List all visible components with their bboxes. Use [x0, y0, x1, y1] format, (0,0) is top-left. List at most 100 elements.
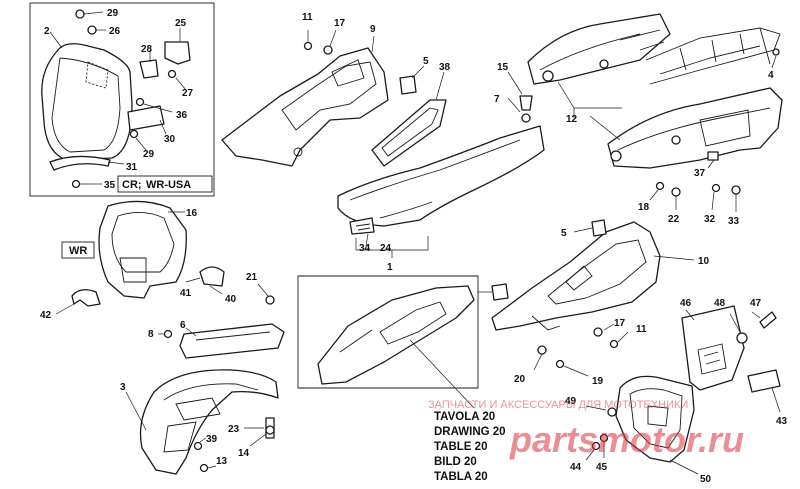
callout-28: 28 [141, 44, 153, 55]
callout-42: 42 [40, 310, 52, 321]
side-panel-right [491, 221, 695, 331]
clip [139, 59, 159, 79]
callout-11-top: 11 [302, 12, 313, 23]
bolt-11-top [303, 30, 313, 51]
callout-17-right: 17 [614, 318, 626, 329]
callout-16: 16 [186, 208, 198, 219]
strap [49, 155, 111, 171]
nut-36 [135, 97, 145, 107]
plate-holder-50 [615, 375, 699, 475]
bolt-8 [158, 329, 173, 339]
callout-29b: 29 [143, 149, 155, 160]
bolt-11-right [609, 331, 629, 349]
callout-33: 33 [728, 216, 740, 227]
clip-5-right [591, 219, 607, 237]
title-drawing: DRAWING 20 [434, 426, 506, 438]
inset-cr-wr-usa: CR; WR-USA [29, 2, 215, 197]
callout-7: 7 [494, 94, 500, 105]
callout-37: 37 [694, 168, 706, 179]
clip-5-top [399, 75, 417, 95]
callout-11-right: 11 [636, 324, 647, 335]
bolt-29b [129, 129, 139, 139]
callout-14: 14 [238, 448, 250, 459]
callout-27: 27 [182, 88, 194, 99]
drawing-title-block: TAVOLA 20 DRAWING 20 TABLE 20 BILD 20 TA… [434, 411, 506, 483]
panel-detail-view [297, 275, 509, 409]
fender-bracket [179, 323, 285, 359]
watermark: ЗАПЧАСТИ И АКСЕССУАРЫ ДЛЯ МОТОТЕХНИКИ pa… [428, 399, 744, 460]
version-label-box [117, 175, 213, 193]
callout-50: 50 [700, 474, 712, 485]
callout-49: 49 [565, 396, 577, 407]
callout-45: 45 [596, 462, 608, 473]
callout-4: 4 [768, 70, 774, 81]
callout-23: 23 [228, 424, 240, 435]
bolt-27 [167, 69, 177, 79]
reflector-43 [747, 369, 781, 413]
bolt-17-right [593, 323, 615, 337]
callout-32: 32 [704, 214, 716, 225]
callout-36: 36 [176, 110, 188, 121]
callout-numbers: 29 25 2 26 28 27 36 30 29 31 35 11 17 9 … [40, 8, 788, 485]
callout-48: 48 [714, 298, 726, 309]
callout-10: 10 [698, 256, 710, 267]
title-tabla: TABLA 20 [434, 471, 488, 483]
bracket [164, 41, 191, 65]
callout-12: 12 [566, 114, 578, 125]
front-fender [125, 369, 279, 475]
washer-45 [599, 433, 609, 458]
plate-bracket-46 [681, 305, 745, 391]
callout-41: 41 [180, 288, 192, 299]
callout-2: 2 [44, 26, 50, 37]
title-tavola: TAVOLA 20 [434, 411, 495, 423]
nut-7 [507, 97, 531, 123]
nut-49 [585, 405, 617, 417]
callout-5-right: 5 [561, 228, 567, 239]
callout-17-top: 17 [334, 18, 346, 29]
callout-35: 35 [104, 180, 116, 191]
nut-21 [257, 283, 275, 305]
callout-30: 30 [164, 134, 176, 145]
washer-26 [87, 25, 106, 35]
nut-37 [707, 151, 719, 169]
callout-22: 22 [668, 214, 680, 225]
callout-47: 47 [750, 298, 762, 309]
callout-46: 46 [680, 298, 692, 309]
callout-15: 15 [497, 62, 509, 73]
washer-39 [193, 437, 207, 451]
callout-24: 24 [380, 243, 392, 254]
seat [337, 125, 545, 235]
washer-48 [729, 313, 748, 344]
headlight-fairing [98, 200, 187, 299]
version-wr-label: WR [69, 245, 87, 257]
callout-5-top: 5 [423, 56, 429, 67]
bolt-4 [771, 48, 780, 69]
side-cover-38 [371, 99, 447, 167]
bolt-47 [751, 311, 777, 329]
callout-26: 26 [109, 26, 121, 37]
callout-39: 39 [206, 434, 218, 445]
tail-section-lower [607, 87, 783, 169]
callout-21: 21 [246, 272, 258, 283]
callout-43: 43 [776, 416, 788, 427]
title-table: TABLE 20 [434, 441, 487, 453]
callout-38: 38 [439, 62, 451, 73]
callout-1: 1 [387, 262, 393, 273]
washer-20 [533, 345, 547, 371]
callout-20: 20 [514, 374, 526, 385]
bolt-29 [75, 9, 104, 19]
callout-3: 3 [120, 382, 126, 393]
side-panel-left [221, 35, 389, 167]
clamp-bracket [127, 105, 165, 131]
bolt-19 [555, 359, 589, 377]
callout-29: 29 [107, 8, 119, 19]
callout-18: 18 [638, 202, 650, 213]
washer-17-top [323, 29, 337, 55]
callout-9: 9 [370, 24, 376, 35]
callout-40: 40 [225, 294, 237, 305]
bolt-18 [649, 181, 665, 201]
callout-6: 6 [180, 320, 186, 331]
nut-44 [585, 441, 601, 461]
callout-19: 19 [592, 376, 604, 387]
